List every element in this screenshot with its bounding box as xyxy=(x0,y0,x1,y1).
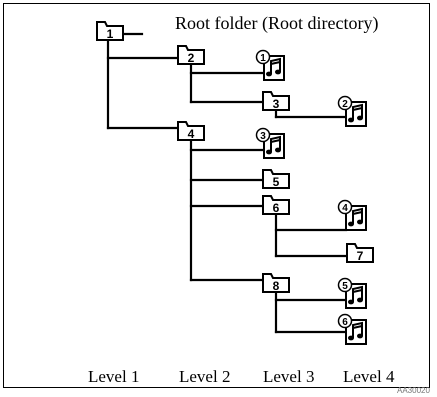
level-3-label: Level 3 xyxy=(263,367,315,386)
folder-number: 3 xyxy=(273,97,280,111)
file-number-badge xyxy=(337,313,353,329)
file-number-badge xyxy=(337,199,353,215)
file-number: 3 xyxy=(260,131,266,142)
folder-number: 4 xyxy=(188,127,195,141)
folder-number: 2 xyxy=(188,51,195,65)
music-file-icon: 6 xyxy=(337,313,367,345)
level-1-label: Level 1 xyxy=(88,367,140,386)
diagram-frame xyxy=(3,3,430,388)
music-file-icon: 3 xyxy=(255,127,285,159)
folder-number: 6 xyxy=(273,201,280,215)
file-number: 2 xyxy=(342,99,348,110)
root-folder-label: Root folder (Root directory) xyxy=(175,13,379,33)
folder-icon: 4 xyxy=(177,121,205,141)
folder-icon: 3 xyxy=(262,91,290,111)
folder-icon: 7 xyxy=(346,243,374,263)
folder-number: 5 xyxy=(273,175,280,189)
music-file-icon: 4 xyxy=(337,199,367,231)
music-file-icon: 5 xyxy=(337,277,367,309)
folder-icon: 2 xyxy=(177,45,205,65)
file-number-badge xyxy=(337,277,353,293)
file-number: 5 xyxy=(342,281,348,292)
folder-icon: 5 xyxy=(262,169,290,189)
file-number-badge xyxy=(255,127,271,143)
file-number-badge xyxy=(255,49,271,65)
folder-icon: 8 xyxy=(262,273,290,293)
level-2-label: Level 2 xyxy=(179,367,231,386)
folder-icon: 1 xyxy=(96,21,124,41)
file-number: 1 xyxy=(260,53,266,64)
file-number: 6 xyxy=(342,317,348,328)
music-file-icon: 1 xyxy=(255,49,285,81)
folder-number: 1 xyxy=(107,27,114,41)
figure-code: AA30020 xyxy=(397,386,430,395)
folder-number: 8 xyxy=(273,279,280,293)
file-number-badge xyxy=(337,95,353,111)
file-number: 4 xyxy=(342,203,348,214)
level-4-label: Level 4 xyxy=(343,367,395,386)
folder-number: 7 xyxy=(357,249,364,263)
folder-icon: 6 xyxy=(262,195,290,215)
music-file-icon: 2 xyxy=(337,95,367,127)
